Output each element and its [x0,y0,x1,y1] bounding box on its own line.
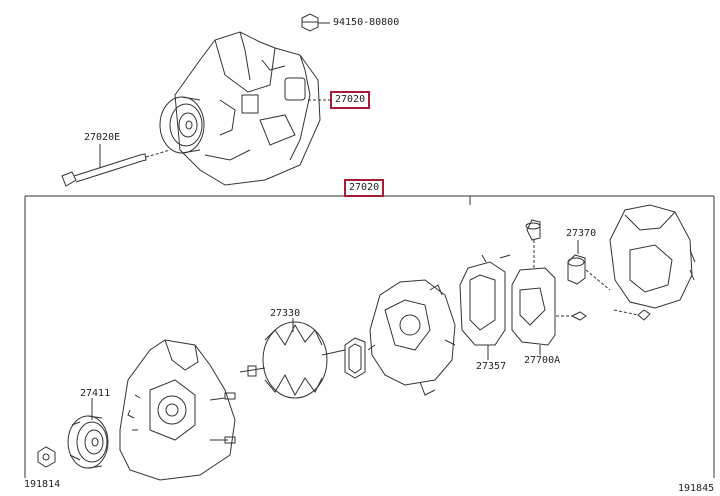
alternator-assembly-callout[interactable]: 27020 [330,91,371,109]
rotor-illustration [239,318,346,399]
regulator-part-number: 27700A [524,355,561,366]
rear-cover-illustration [609,204,696,321]
alternator-group-callout[interactable]: 27020 [344,179,385,197]
reference-code-left: 191814 [24,479,61,490]
alternator-assembly-illustration [61,13,330,187]
gasket-illustration [344,337,366,379]
rectifier-end-frame-illustration [367,279,456,396]
brush-holder-illustration [459,254,511,360]
regulator-illustration [511,219,587,355]
drive-end-frame-illustration [119,339,236,481]
pulley-illustration [37,398,109,469]
brush-holder-part-number: 27357 [476,361,507,372]
pulley-part-number: 27411 [80,388,111,399]
through-bolt-part-number: 27020E [84,132,121,143]
terminal-insulator-illustration [567,240,611,291]
reference-code-right: 191845 [678,483,715,494]
terminal-insulator-part-number: 27370 [566,228,597,239]
rotor-part-number: 27330 [270,308,301,319]
bolt-cap-part-number: 94150-80800 [333,17,400,28]
